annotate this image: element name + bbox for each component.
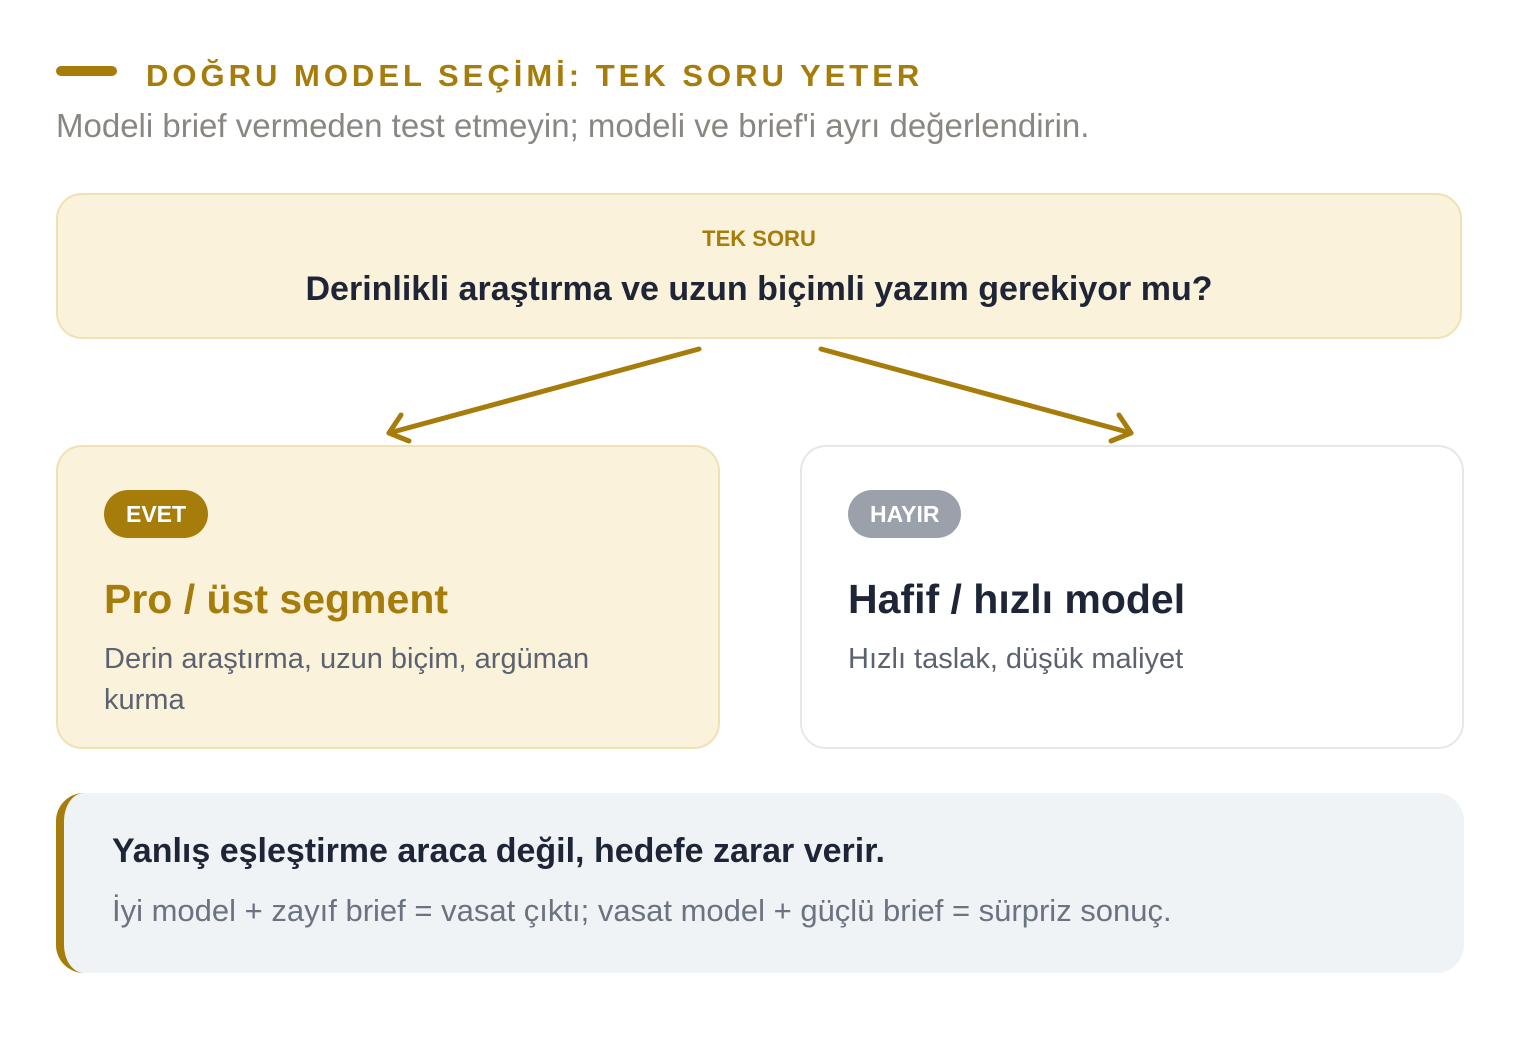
option-no-title: Hafif / hızlı model [848, 576, 1186, 622]
note-title: Yanlış eşleştirme araca değil, hedefe za… [112, 832, 886, 870]
arrow-no-icon [818, 346, 1134, 444]
arrow-yes-icon [386, 346, 702, 444]
question-label: TEK SORU [702, 226, 816, 251]
yes-badge: EVET [104, 490, 209, 538]
page-eyebrow: DOĞRU MODEL SEÇİMİ: TEK SORU YETER [146, 58, 924, 93]
option-yes-title: Pro / üst segment [104, 576, 449, 622]
option-card-no: HAYIR Hafif / hızlı model Hızlı taslak, … [800, 445, 1464, 749]
question-text: Derinlikli araştırma ve uzun biçimli yaz… [305, 270, 1213, 308]
option-no-description: Hızlı taslak, düşük maliyet [848, 643, 1184, 675]
no-badge: HAYIR [848, 490, 962, 538]
question-box: TEK SORU Derinlikli araştırma ve uzun bi… [56, 193, 1462, 339]
header-accent-bar [56, 66, 117, 76]
option-card-yes: EVET Pro / üst segment Derin araştırma, … [56, 445, 720, 749]
page-subtitle: Modeli brief vermeden test etmeyin; mode… [56, 107, 1090, 144]
option-yes-description: Derin araştırma, uzun biçim, argüman kur… [104, 643, 590, 716]
note-text: İyi model + zayıf brief = vasat çıktı; v… [112, 893, 1172, 928]
note-callout: Yanlış eşleştirme araca değil, hedefe za… [56, 793, 1464, 973]
